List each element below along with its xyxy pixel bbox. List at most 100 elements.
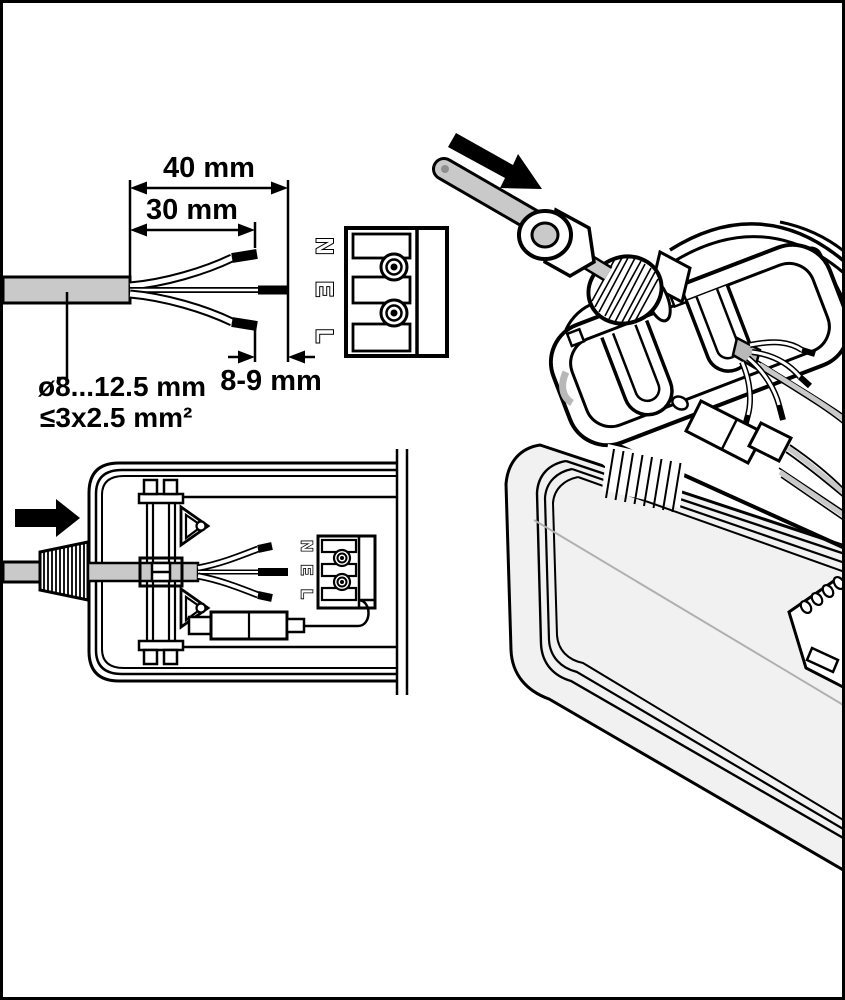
cable-run-edges [778,467,845,522]
terminal-screw-1-dot [390,263,398,271]
terminal-slot-n [351,232,412,260]
fuse-wire-edges [785,444,845,499]
wire-3-core [747,356,781,406]
wire-1-tip [801,347,816,357]
tv-wire-top-core [197,547,259,570]
cable-strip-diagram: 40 mm 30 mm 8-9 mm ø8...12.5 mm ≤3x2.5 m… [1,152,322,433]
diffuser-body [504,443,845,873]
fuse-assembly [671,395,845,499]
wire-2-core [751,350,802,378]
insert-arrow-2-icon [15,499,80,537]
wire-bottom-tip [231,317,258,331]
tv-screw-1-dot [340,556,344,560]
dim-40-arrow-left [130,181,147,195]
top-view-fuse [187,598,374,641]
wire-4-core [740,361,752,416]
dim-30-label: 30 mm [146,194,238,226]
mount-clip-bottom-inner [184,594,204,623]
terminal-3d-hole-1 [799,599,813,615]
gasket-ring [548,242,845,448]
cable-entry [1,560,42,584]
tv-fuse-left [187,615,213,636]
top-view-wires [197,542,288,602]
mount-clip-top-pin [195,520,207,532]
tv-wire-bottom-core [197,574,259,597]
housing-cut-lines [395,449,409,695]
ring-notch-1 [565,327,586,348]
tray-edge-lines [180,495,397,649]
conductor-spec-label: ≤3x2.5 mm² [40,402,192,433]
tv-terminal-label-n: N [298,540,315,552]
dome-rib-line [594,255,624,308]
pleat-line [633,454,644,505]
mount-clip-bottom-pin [195,602,207,614]
terminal-block-3d [787,575,845,690]
gland-dome-ribs [591,255,659,325]
cable-run-gray [778,469,845,519]
wire-top-core [129,255,234,289]
pleat-line [605,448,615,499]
bracket-top-bar [137,492,185,505]
gray-wire [758,362,845,423]
fuse-divider [720,418,739,450]
dome-rib-line [598,255,630,313]
terminal-screw-2-dot [390,309,398,317]
pleat-line [643,456,653,507]
terminal-slot-e [351,275,412,305]
gasket-pleats [602,444,686,513]
dim-40-arrow-right [271,181,288,195]
fuse-bead [671,395,689,411]
wire-1-core [749,340,803,352]
wire-bottom-core [129,291,234,325]
tv-terminal-label-e: E [298,565,315,576]
terminal-label-e: E [311,281,338,297]
diffuser-reflection-line [533,519,845,707]
pleat-line [652,458,663,509]
cable-diameter-label: ø8...12.5 mm [38,371,206,402]
dim-89-arrow-right [288,350,305,364]
strain-clip-1-inner [611,324,661,403]
dome-rib-line [626,271,656,325]
dim-89-arrow-left [238,350,255,364]
bracket-bottom-bar [137,639,185,652]
tv-terminal-label-l: L [298,589,315,599]
ring-shading [559,370,575,406]
dome-rib-line [604,257,636,317]
fuse-body [683,398,767,466]
pleat-line [671,462,682,513]
dome-rib-line [620,267,652,325]
tv-wire-top-tip [257,542,273,553]
pleat-line [662,460,672,511]
terminal-3d-foot [805,646,840,674]
tv-wire-bottom-tip [257,591,273,602]
terminal-3d-hole-2 [810,591,824,607]
mount-clip-top [179,504,211,548]
fixture-3d-view [432,133,845,690]
strain-clip-1 [600,319,674,417]
tv-screw-2-dot [340,580,344,584]
terminal-label-l: L [311,329,338,344]
wire-3-tip [776,404,786,421]
fanned-wires [739,339,816,431]
dome-rib-line [608,260,642,320]
housing-arch-outer [669,222,845,264]
bracket-top-clip-1 [142,478,159,496]
fuse-cap [746,420,794,464]
bracket-bottom-clip-2 [162,648,179,666]
gland-ribs [43,542,85,600]
dim-40-label: 40 mm [163,152,255,184]
housing-edge-upper [779,220,845,254]
tv-fuse-tip [285,617,306,634]
gland-nut-hole [530,221,560,249]
dim-30-arrow-left [130,223,147,237]
terminal-label-n: N [311,237,338,254]
mount-clip-top-inner [184,512,204,541]
diameter-leader-line [57,292,69,380]
diffuser-3d-view [504,443,845,873]
dim-89-label: 8-9 mm [220,365,322,397]
pleat-line [624,452,634,503]
terminal-block-top-view: N E L [297,534,377,610]
